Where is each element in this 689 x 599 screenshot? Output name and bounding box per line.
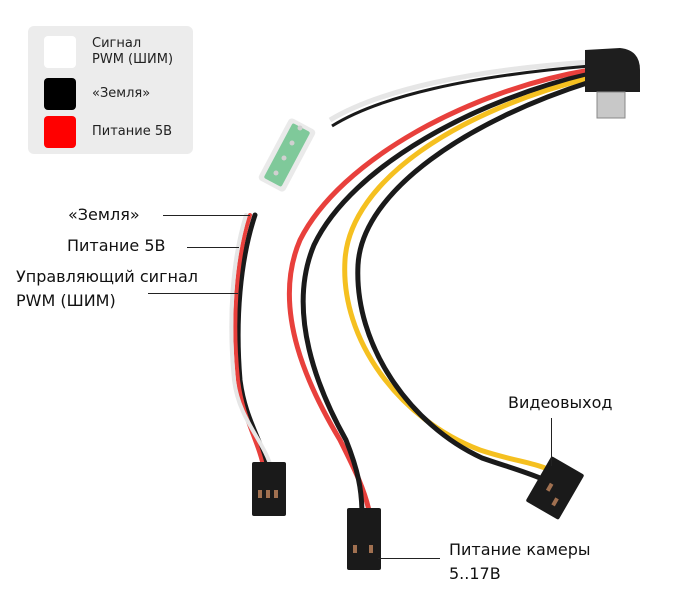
usb-plug: [585, 48, 640, 119]
callout-camera-power-line2: 5..17В: [449, 564, 501, 583]
callout-ground: «Земля»: [68, 205, 140, 224]
callout-signal-line2: PWM (ШИМ): [16, 291, 116, 310]
servo-connector: [252, 462, 286, 516]
red-swatch: [44, 116, 76, 148]
black-swatch: [44, 78, 76, 110]
camera-power-connector: [347, 508, 381, 570]
camera-power-cable: [286, 67, 591, 516]
callout-camera-power-line1: Питание камеры: [449, 540, 591, 559]
legend-item-signal: Сигнал PWM (ШИМ): [44, 36, 173, 68]
pcb-to-plug-cable: [328, 59, 591, 128]
legend-power-label: Питание 5В: [92, 124, 173, 139]
servo-cable: [229, 212, 274, 473]
legend-ground-label: «Земля»: [92, 86, 151, 101]
callout-video-out: Видеовыход: [508, 393, 613, 412]
callout-power5v: Питание 5В: [67, 236, 166, 255]
leader-ground: [163, 215, 250, 216]
video-cable: [342, 75, 591, 481]
leader-camera-power: [378, 558, 440, 559]
legend-signal-line1: Сигнал: [92, 36, 142, 51]
pcb-module: [258, 118, 316, 192]
leader-signal: [148, 293, 238, 294]
legend-signal-line2: PWM (ШИМ): [92, 52, 174, 67]
callout-signal-line1: Управляющий сигнал: [16, 267, 198, 286]
color-legend: Сигнал PWM (ШИМ) «Земля» Питание 5В: [28, 26, 193, 154]
video-connector: [526, 456, 584, 520]
legend-item-power: Питание 5В: [44, 116, 172, 148]
leader-video-out: [551, 418, 552, 466]
leader-power5v: [187, 247, 239, 248]
legend-item-ground: «Земля»: [44, 78, 150, 110]
white-swatch: [44, 36, 76, 68]
